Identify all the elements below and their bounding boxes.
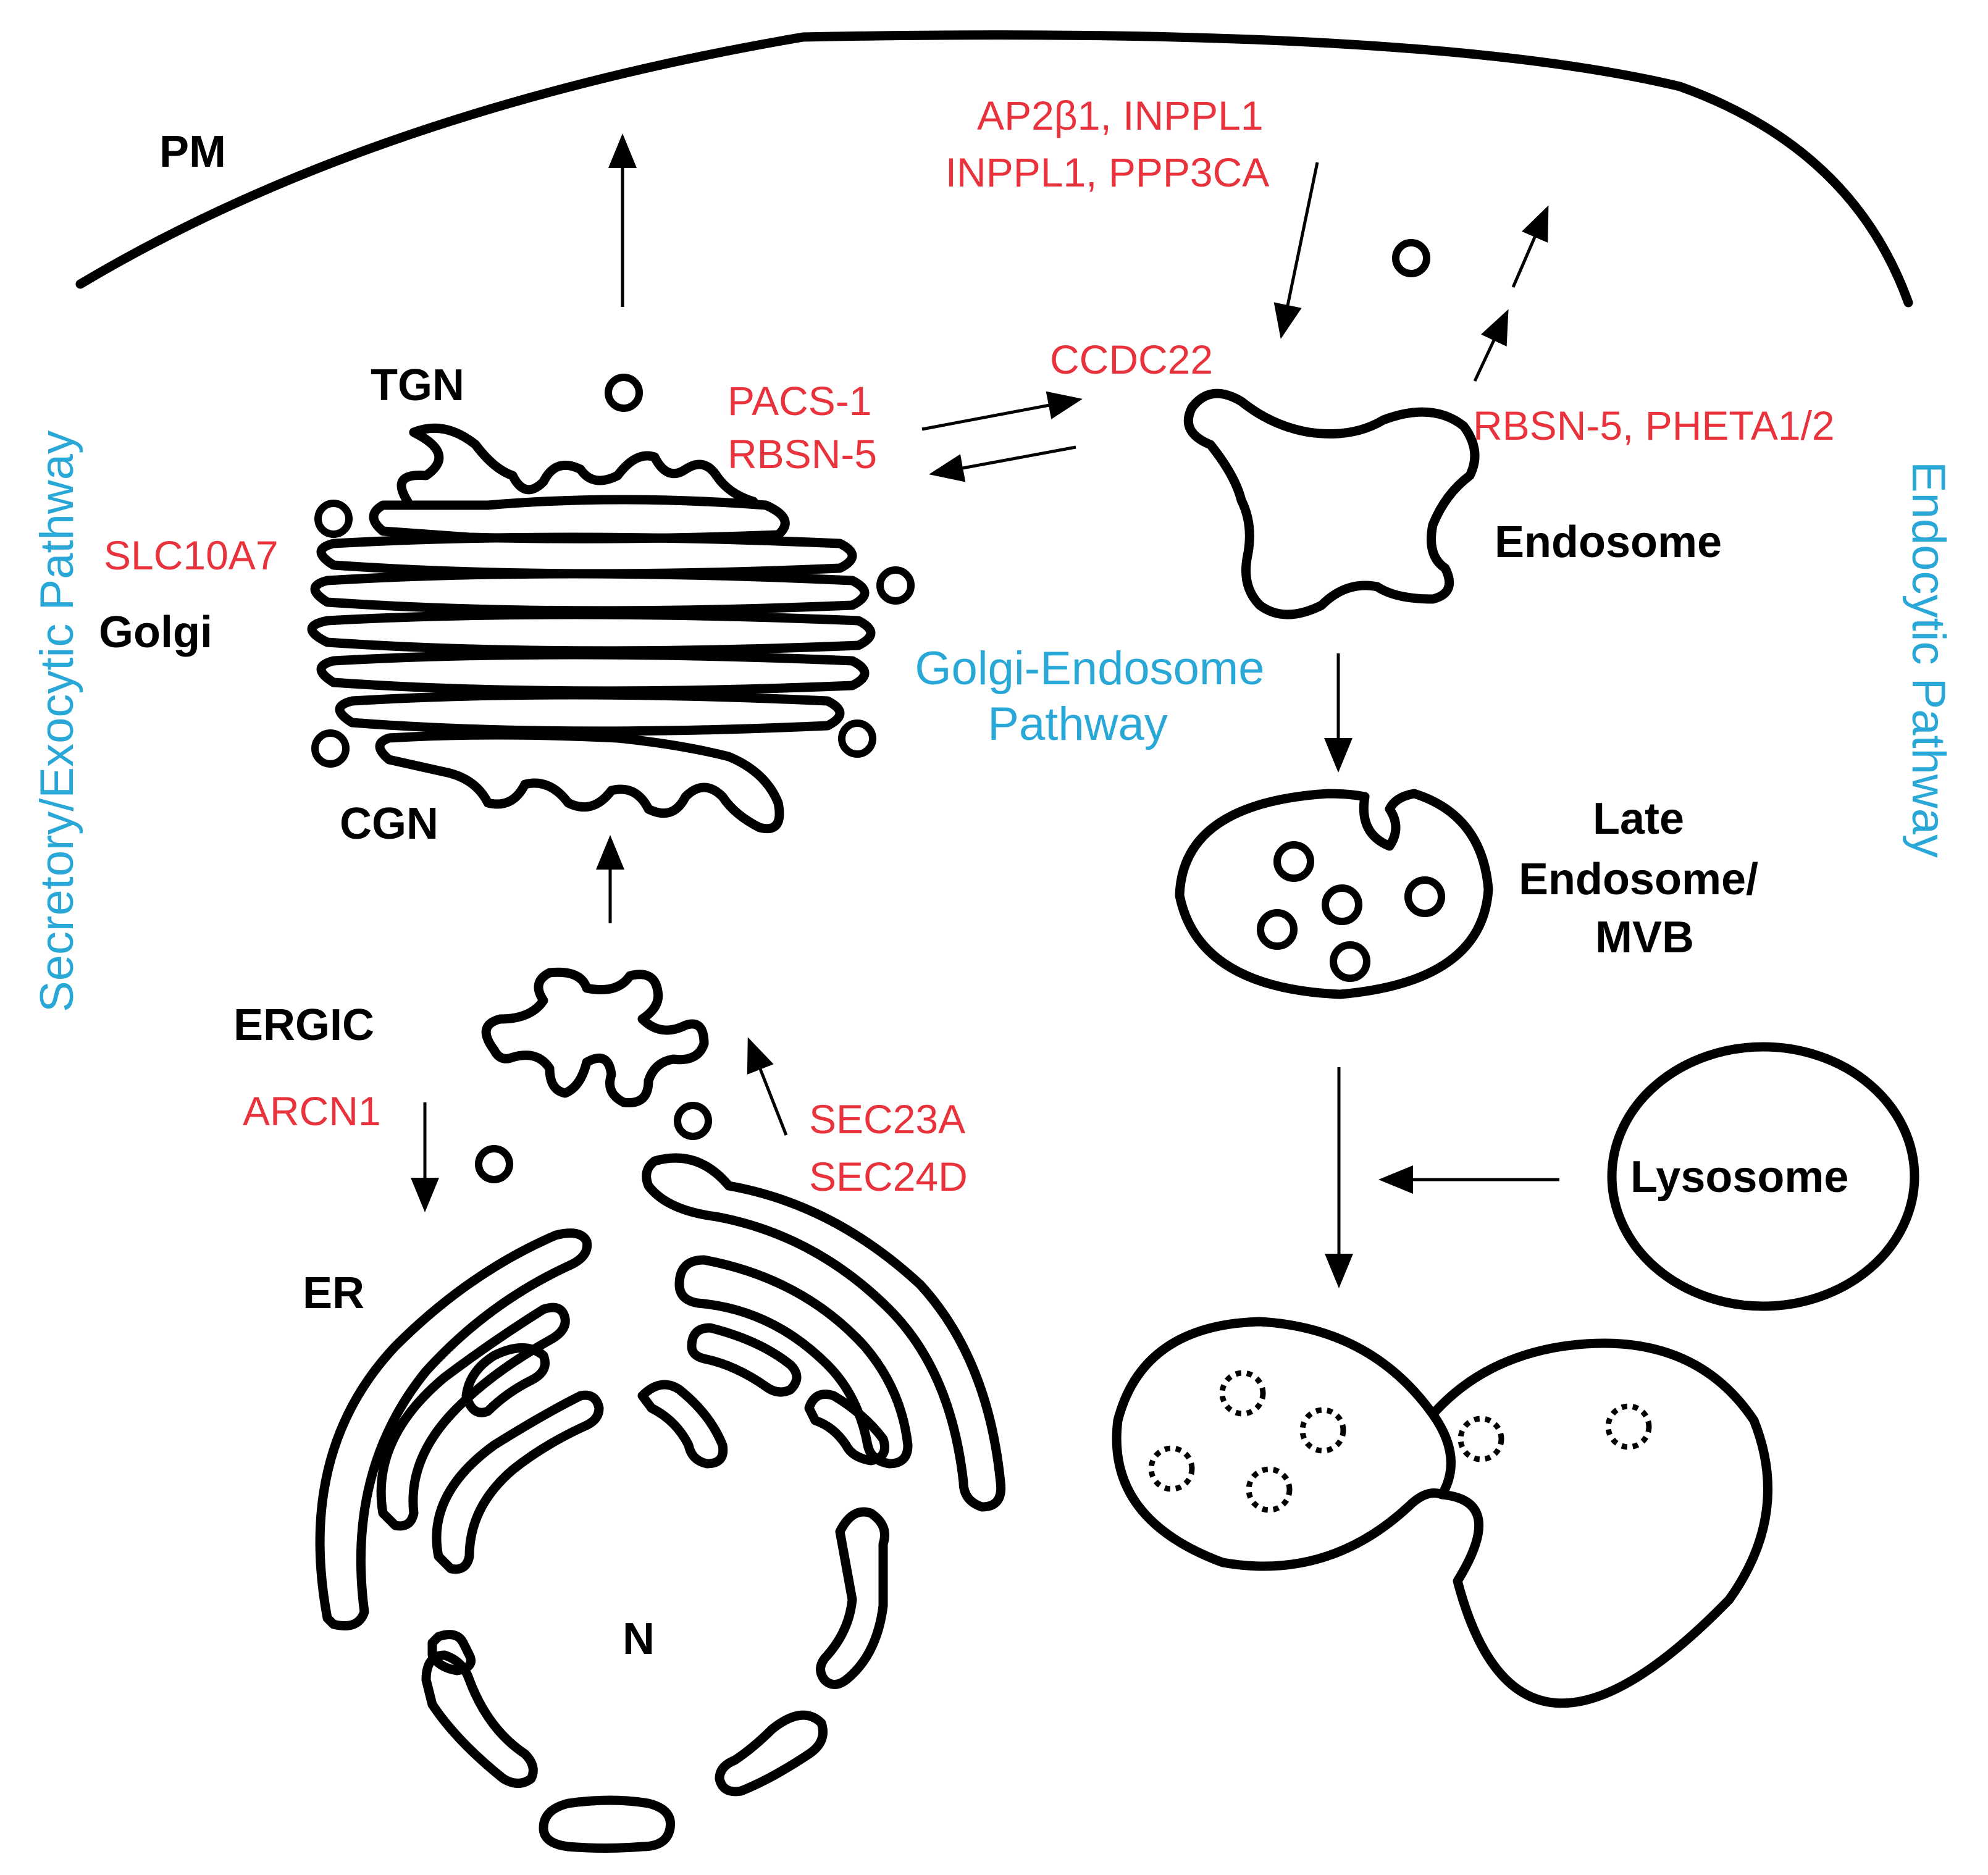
endosome-label: Endosome xyxy=(1495,518,1722,567)
mvb-vesicle xyxy=(1273,841,1314,882)
cgn-cisterna xyxy=(375,730,784,833)
golgi-endosome-pathway-label: Golgi-Endosome Pathway xyxy=(915,642,1277,750)
sec-proteins-label: SEC23A SEC24D xyxy=(809,1096,975,1199)
endocytosis-proteins-label: AP2β1, INPPL1 INPPL1, PPP3CA xyxy=(946,93,1275,195)
golgi-cisterna-5 xyxy=(335,690,845,736)
golgi-endosome-proteins-label: PACS-1 RBSN-5 xyxy=(728,378,883,477)
plasma-membrane xyxy=(75,30,1913,308)
recycling-proteins-label: RBSN-5, PHETA1/2 xyxy=(1473,403,1835,448)
golgi-label: Golgi xyxy=(99,608,212,657)
degraded-vesicle xyxy=(1219,1370,1266,1417)
degraded-vesicle xyxy=(1605,1403,1652,1450)
golgi-stack xyxy=(307,423,876,833)
pm-label: PM xyxy=(159,127,226,177)
cgn-label: CGN xyxy=(340,799,438,849)
er-vesicle xyxy=(475,1145,513,1183)
late-endosome-mvb xyxy=(1175,789,1493,999)
pm-vesicle xyxy=(1392,239,1430,277)
endocytic-pathway-label: Endocytic Pathway xyxy=(1902,461,1955,858)
arrow-endosome-to-golgi xyxy=(929,445,1076,482)
golgi-cisterna-4 xyxy=(316,650,870,696)
late-endosome-label: Late Endosome/ MVB xyxy=(1519,794,1771,962)
mvb-vesicle xyxy=(1322,884,1362,925)
lysosome xyxy=(1607,1042,1919,1311)
golgi-cisterna-3 xyxy=(307,610,876,656)
golgi-vesicle xyxy=(838,719,876,758)
slc10a7-label: SLC10A7 xyxy=(104,532,279,578)
mvb-vesicle xyxy=(1257,909,1298,950)
ergic-compartment xyxy=(481,967,709,1108)
degraded-vesicle xyxy=(1246,1466,1293,1513)
mvb-vesicle xyxy=(1330,941,1370,982)
arcn1-label: ARCN1 xyxy=(243,1088,381,1134)
lysosome-label: Lysosome xyxy=(1630,1152,1848,1202)
endoplasmic-reticulum xyxy=(315,1153,1006,1853)
endolysosome xyxy=(1428,1338,1772,1708)
arrow-pm-to-endosome xyxy=(1273,162,1319,339)
golgi-vesicle xyxy=(311,729,350,768)
tgn-vesicle xyxy=(605,374,643,412)
ccdc22-label: CCDC22 xyxy=(1050,337,1213,382)
er-vesicle xyxy=(674,1102,712,1140)
ergic-label: ERGIC xyxy=(233,1000,374,1050)
endosome xyxy=(1183,388,1480,619)
tgn-label: TGN xyxy=(371,361,464,410)
nucleus-label: N xyxy=(623,1614,655,1664)
mvb-vesicle xyxy=(1404,876,1445,917)
golgi-cisterna-2 xyxy=(310,569,870,616)
arrow-er-to-ergic xyxy=(747,1037,788,1136)
secretory-pathway-label: Secretory/Exocytic Pathway xyxy=(31,430,83,1012)
er-label: ER xyxy=(303,1269,364,1318)
endolysosome-left-lobe xyxy=(1112,1317,1447,1571)
degraded-vesicle xyxy=(1457,1416,1504,1462)
golgi-vesicle xyxy=(876,566,915,605)
arrow-recycling-1 xyxy=(1473,309,1509,382)
arrow-golgi-to-endosome xyxy=(921,391,1083,431)
tgn-tubules xyxy=(396,423,758,506)
degraded-vesicle xyxy=(1299,1407,1346,1454)
degraded-vesicle xyxy=(1148,1445,1195,1492)
golgi-vesicle xyxy=(314,500,353,538)
arrow-recycling-2 xyxy=(1511,205,1549,288)
